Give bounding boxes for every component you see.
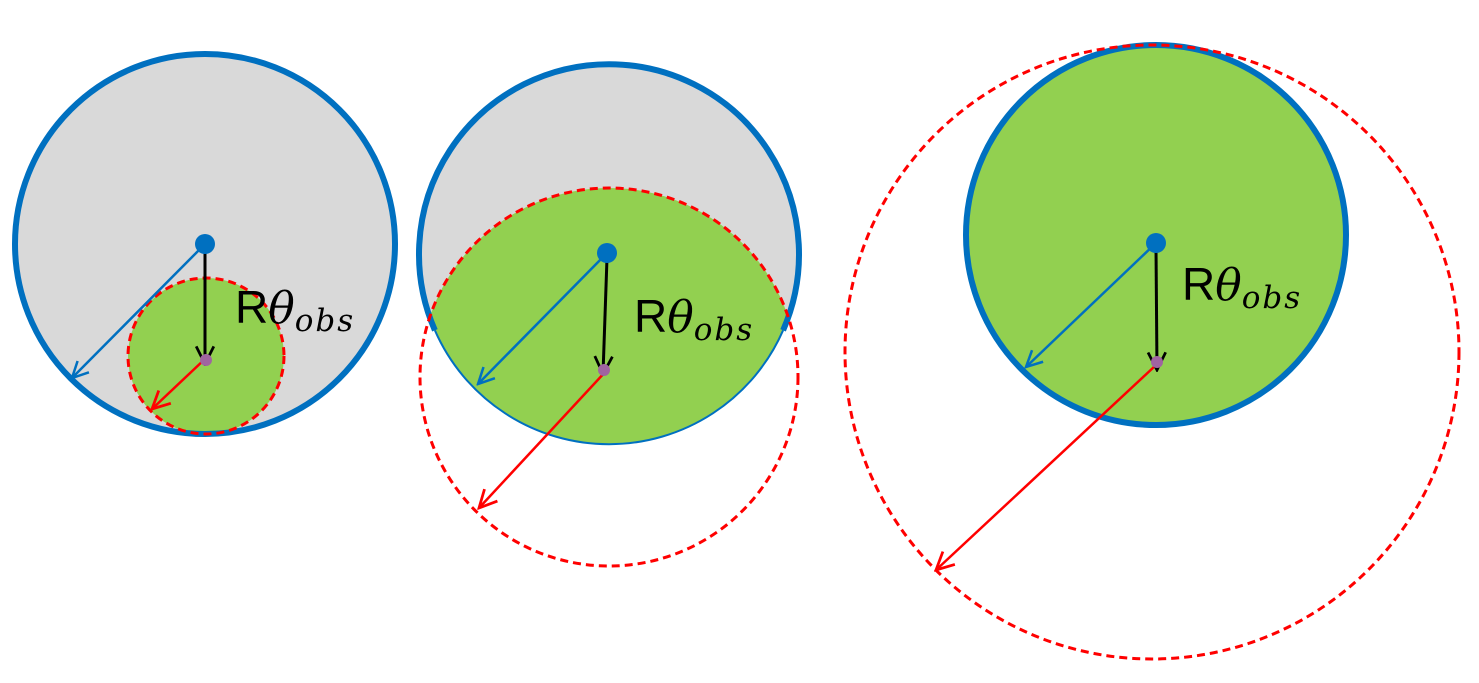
panel-2-label: Rθobs — [634, 290, 754, 348]
panel-1-label-theta: θ — [268, 283, 295, 334]
panel-3-label: Rθobs — [1182, 258, 1302, 316]
panel-3-label-r: R — [1182, 258, 1215, 310]
panel-2-offset-arrow — [603, 257, 607, 374]
panel-2-label-theta: θ — [667, 292, 694, 343]
panel-3-center-dot — [1146, 233, 1166, 253]
panel-2-center-dot — [597, 243, 617, 263]
panel-2-outer-radius-arrow — [478, 252, 608, 384]
panel-3-outer-radius-arrow — [1026, 242, 1157, 367]
panel-1-label-r: R — [235, 281, 268, 333]
panel-1-outer-radius-arrow — [72, 243, 206, 378]
panel-3-dashed-radius-arrow — [936, 365, 1156, 570]
panel-1-center-dot — [195, 234, 215, 254]
panel-3-label-theta: θ — [1215, 260, 1242, 311]
panel-2-label-sub: obs — [694, 312, 754, 348]
panel-2-outer-arc — [416, 61, 802, 332]
panel-2-offset-dot — [598, 364, 610, 376]
panel-2-dashed-circle — [418, 186, 800, 568]
panel-3-label-sub: obs — [1242, 280, 1302, 316]
panel-3-offset-arrow — [1156, 247, 1157, 370]
panel-1: Rθobs — [12, 51, 398, 437]
panel-2-dashed-radius-arrow — [479, 369, 608, 508]
panel-3-dashed-circle — [843, 43, 1461, 661]
panel-1-label: Rθobs — [235, 281, 355, 339]
panel-3-offset-dot — [1151, 356, 1163, 368]
panel-2-outer-arc-lower — [433, 329, 785, 446]
panel-1-label-sub: obs — [295, 303, 355, 339]
panel-1-offset-dot — [200, 354, 212, 366]
panel-1-dashed-radius-arrow — [152, 357, 207, 409]
panel-2-label-r: R — [634, 290, 667, 342]
panel-3: Rθobs — [843, 42, 1461, 661]
panel-2: Rθobs — [416, 61, 802, 568]
